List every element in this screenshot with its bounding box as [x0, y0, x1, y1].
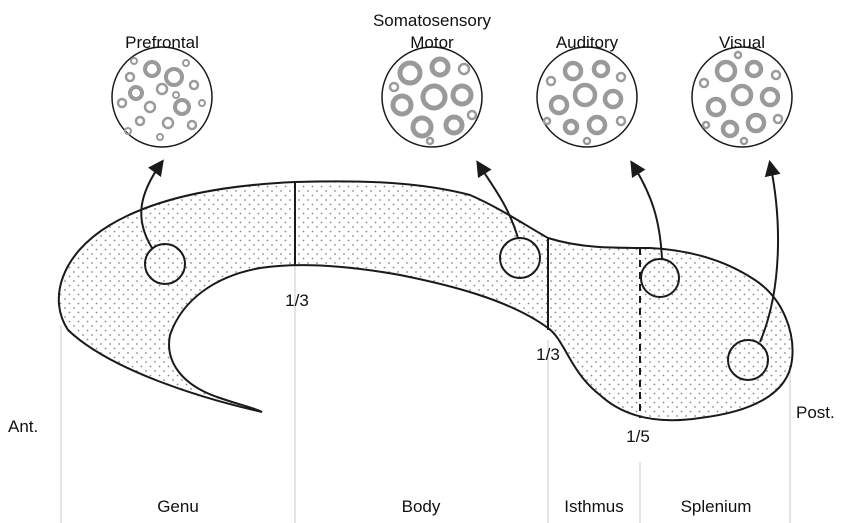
label-auditory: Auditory [556, 33, 619, 52]
boundary-label-1: 1/3 [285, 291, 309, 310]
label-posterior: Post. [796, 403, 835, 422]
fiber-disc-somatomotor [382, 47, 482, 147]
label-visual: Visual [719, 33, 765, 52]
segment-label-splenium: Splenium [681, 497, 752, 516]
fiber-disc-visual [692, 47, 792, 147]
corpus-callosum-shape [59, 181, 793, 420]
segment-label-isthmus: Isthmus [564, 497, 624, 516]
label-anterior: Ant. [8, 417, 38, 436]
label-somatosensory: Somatosensory [373, 11, 492, 30]
fiber-disc-prefrontal [112, 47, 212, 147]
boundary-label-3: 1/5 [626, 427, 650, 446]
segment-label-genu: Genu [157, 497, 199, 516]
boundary-label-2: 1/3 [536, 345, 560, 364]
arrow-auditory [632, 163, 662, 259]
fiber-disc-auditory [537, 47, 637, 147]
segment-label-body: Body [402, 497, 441, 516]
label-motor: Motor [410, 33, 454, 52]
label-prefrontal: Prefrontal [125, 33, 199, 52]
